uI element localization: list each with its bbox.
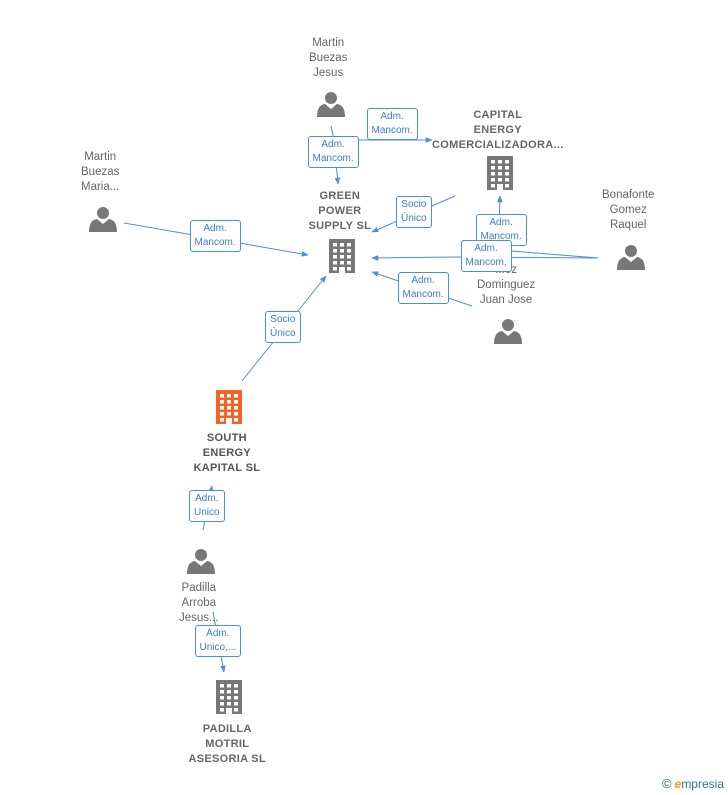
bonafonte-person-icon[interactable]: [617, 245, 645, 270]
martin_buezas_maria-label-line: Maria...: [81, 181, 120, 193]
edge-label-line: Adm.: [489, 217, 513, 228]
south_energy-label-line: SOUTH: [206, 432, 247, 444]
edge-label-line: Adm.: [380, 111, 404, 122]
logo-initial: e: [674, 777, 682, 791]
edge-label-line: Adm.: [206, 628, 230, 639]
edge-label-martin_buezas_maria-to-green_power[interactable]: Adm. Mancom.: [189, 220, 241, 252]
edge-label-line: Mancom.: [402, 289, 444, 300]
edge-label-dominguez-to-green_power[interactable]: Adm. Mancom.: [397, 272, 449, 304]
bonafonte-label-line: Raquel: [609, 219, 647, 231]
edge-label-line: Mancom.: [465, 257, 507, 268]
dominguez-label-line: Juan Jose: [479, 294, 533, 306]
south_energy-label-line: ENERGY: [202, 447, 252, 459]
edge-label-line: Adm.: [195, 493, 219, 504]
green_power-label-line: SUPPLY SL: [308, 220, 372, 232]
edge-label-line: Socio: [401, 199, 427, 210]
bonafonte-label-line: Bonafonte: [602, 189, 655, 201]
martin_buezas_maria-label-line: Martin: [84, 151, 117, 163]
dominguez-label-line: Dominguez: [477, 279, 536, 291]
padilla_motril-label[interactable]: PADILLA MOTRIL ASESORIA SL: [189, 722, 266, 767]
edge-label-line: Adm.: [411, 275, 435, 286]
edge-label-line: Adm.: [321, 139, 345, 150]
edge-label-line: Adm.: [203, 223, 227, 234]
padilla_arroba-label-line: Arroba: [181, 597, 217, 609]
edge-label-padilla_arroba-to-south_energy[interactable]: Adm. Unico: [189, 490, 225, 522]
edge-label-line: Socio: [270, 314, 296, 325]
martin_buezas_jesus-label-line: Martin: [312, 37, 345, 49]
padilla_arroba-person-icon[interactable]: [187, 549, 215, 574]
edge-label-line: Único: [270, 328, 296, 339]
capital_energy-label-line: COMERCIALIZADORA...: [432, 139, 564, 151]
padilla_motril-label-line: PADILLA: [202, 723, 252, 735]
capital_energy-building-icon[interactable]: [487, 156, 513, 190]
edge-label-line: Mancom.: [194, 237, 236, 248]
edge-label-line: Mancom.: [480, 231, 522, 242]
edge-label-line: Adm.: [474, 243, 498, 254]
martin_buezas_maria-person-icon[interactable]: [89, 207, 117, 232]
green_power-label[interactable]: GREEN POWER SUPPLY SL: [309, 189, 372, 234]
capital_energy-label-line: CAPITAL: [473, 109, 523, 121]
edge-label-line: Único: [401, 213, 427, 224]
edge-label-bonafonte-to-green_power[interactable]: Adm. Mancom.: [460, 240, 512, 272]
padilla_motril-building-icon[interactable]: [216, 680, 242, 714]
dominguez-person-icon[interactable]: [494, 319, 522, 344]
padilla_arroba-label-line: Padilla: [181, 582, 217, 594]
edge-label-line: Mancom.: [371, 125, 413, 136]
green_power-label-line: POWER: [318, 205, 362, 217]
padilla_motril-label-line: ASESORIA SL: [188, 753, 266, 765]
bonafonte-label-line: Gomez: [609, 204, 647, 216]
edge-label-line: Unico: [194, 507, 220, 518]
capital_energy-label[interactable]: CAPITAL ENERGY COMERCIALIZADORA...: [432, 108, 564, 153]
edge-label-line: Unico,...: [199, 642, 237, 653]
south_energy-label[interactable]: SOUTH ENERGY KAPITAL SL: [194, 431, 261, 476]
copyright-symbol: ©: [662, 776, 672, 791]
green_power-building-icon[interactable]: [329, 239, 355, 273]
padilla_arroba-label-line: Jesus...: [179, 612, 219, 624]
edge-label-padilla_arroba-to-padilla_motril[interactable]: Adm. Unico,...: [194, 625, 242, 657]
edge-label-line: Mancom.: [312, 153, 354, 164]
padilla_motril-label-line: MOTRIL: [205, 738, 250, 750]
martin_buezas_jesus-label-line: Jesus: [313, 67, 344, 79]
edge-label-martin_buezas_jesus-to-capital_energy[interactable]: Adm. Mancom.: [366, 108, 418, 140]
edge-bonafonte-to-green_power: [371, 255, 599, 261]
martin_buezas_jesus-label-line: Buezas: [309, 52, 348, 64]
green_power-label-line: GREEN: [319, 190, 361, 202]
south_energy-building-icon[interactable]: [216, 390, 242, 424]
capital_energy-label-line: ENERGY: [473, 124, 522, 136]
martin_buezas_maria-label-line: Buezas: [81, 166, 120, 178]
logo-text: mpresia: [681, 777, 724, 791]
south_energy-label-line: KAPITAL SL: [193, 462, 261, 474]
empresia-logo[interactable]: ©empresia: [662, 776, 724, 791]
martin_buezas_jesus-person-icon[interactable]: [317, 92, 345, 117]
edge-label-martin_buezas_jesus-to-green_power[interactable]: Adm. Mancom.: [307, 136, 359, 168]
